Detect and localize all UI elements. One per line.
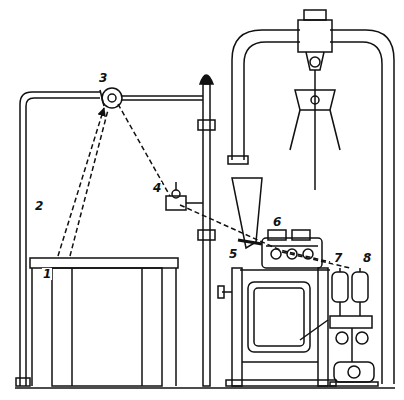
callout-number: 7 (333, 252, 343, 264)
callout-number: 2 (34, 200, 44, 212)
callout-number: 3 (98, 72, 108, 84)
callout-number: 6 (272, 216, 282, 228)
callout-number: 4 (152, 182, 162, 194)
callout-number: 8 (362, 252, 372, 264)
callout-number: 1 (42, 268, 52, 280)
callout-number: 5 (228, 248, 238, 260)
